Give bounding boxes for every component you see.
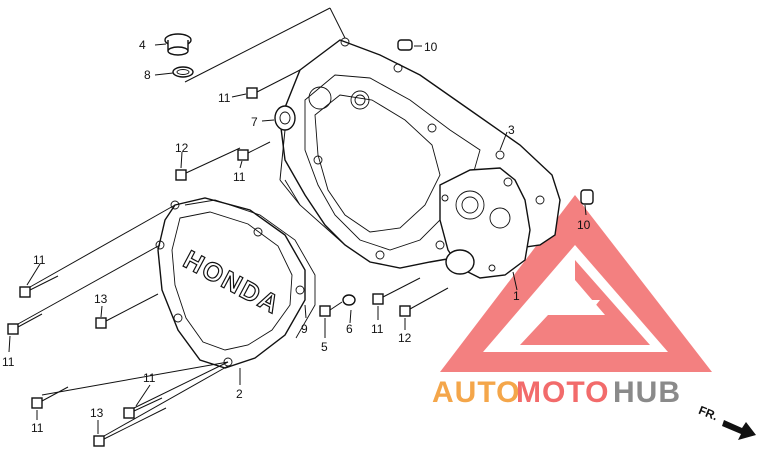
bolt-shaft [185,147,241,174]
bolt-shaft [105,293,159,322]
crankcase-cover-inner-rim-2 [314,94,441,233]
callout-7: 7 [251,115,258,129]
water-pump-housing [439,167,531,279]
bolt-boss [375,250,385,260]
oil-filler-cap [164,33,192,56]
bolt-shaft [382,277,421,298]
callout-6: 6 [346,322,353,336]
callout-9: 9 [301,322,308,336]
callout-8: 8 [144,68,151,82]
callout-11: 11 [2,355,15,369]
bolt-boss [488,264,496,272]
bolt-boss [495,150,505,160]
watermark-g-gap [560,300,600,315]
flange-bolts [7,69,449,447]
water-pump-port-2 [489,207,511,229]
front-direction-indicator: FR. [697,403,756,440]
watermark-word-hub: HUB [613,376,681,409]
bolt-shaft [133,397,163,412]
watermark-g-shape [520,260,650,345]
clutch-cover: HONDA [155,197,316,369]
leader-lines [8,7,587,437]
o-ring [172,66,194,78]
bolt-shaft [409,287,449,310]
bolt-shaft [256,69,301,93]
water-pump-outlet [445,249,475,275]
bolt-head [175,169,187,181]
front-direction-label: FR. [697,403,720,423]
bolt-boss [503,177,513,187]
callout-11: 11 [33,253,46,267]
callout-labels: 4 8 10 11 7 3 12 11 10 11 1 13 9 6 5 11 … [2,38,591,435]
bolt-shaft [29,275,59,291]
bolt-shaft [17,313,43,328]
callout-4: 4 [139,38,146,52]
bolt-boss [173,313,183,323]
callout-11: 11 [143,371,156,385]
crankcase-cover-boss [308,86,332,110]
o-ring-inner [176,69,190,75]
bolt-head [237,149,249,161]
callout-13: 13 [90,406,104,420]
bolt-head [31,397,43,409]
callout-12: 12 [398,331,412,345]
crankcase-cover-oil-plug-hole [350,90,370,110]
water-pump-port [455,190,485,220]
bolt-head [123,407,135,419]
drain-bolt [319,301,343,317]
callout-11: 11 [371,322,384,336]
clutch-cover-outline [157,197,306,369]
clutch-cover-gasket-9 [184,199,316,339]
bolt-head [7,323,19,335]
callout-11: 11 [218,91,231,105]
watermark-text: AUTO MOTO HUB [432,376,681,409]
bolt-head [95,317,107,329]
callout-5: 5 [321,340,328,354]
oil-seal-inner [279,111,291,125]
bolt-boss [427,123,437,133]
front-arrow-icon [722,420,756,440]
bolt-head [246,87,258,99]
callout-10: 10 [577,218,591,232]
bolt-boss [170,200,180,210]
sealing-washer [342,294,356,306]
callout-3: 3 [508,123,515,137]
callout-11: 11 [31,421,44,435]
callout-13: 13 [94,292,108,306]
bolt-boss [295,285,305,295]
bolt-head [372,293,384,305]
watermark-word-moto: MOTO [516,376,609,409]
water-pump-port-inner [461,196,479,214]
bolt-boss [313,155,323,165]
clutch-cover-inner-rim [171,211,293,351]
dowel-pin [580,189,594,205]
watermark-word-auto: AUTO [432,376,520,409]
callout-12: 12 [175,141,189,155]
bolt-head [19,286,31,298]
bolt-boss [535,195,545,205]
bolt-head [399,305,411,317]
bolt-shaft [247,141,271,154]
bolt-boss [155,240,165,250]
callout-11: 11 [233,170,246,184]
callout-10: 10 [424,40,438,54]
crankcase-cover-oil-plug-inner [354,94,366,106]
bolt-boss [435,240,445,250]
dowel-pin [397,39,413,51]
bolt-boss [253,227,263,237]
callout-2: 2 [236,387,243,401]
bolt-head [93,435,105,447]
callout-1: 1 [513,289,520,303]
bolt-shaft [103,407,167,440]
bolt-shaft [41,386,69,402]
watermark-logo [440,195,712,372]
bolt-boss [393,63,403,73]
bolt-boss [441,194,449,202]
oil-seal [274,105,296,131]
